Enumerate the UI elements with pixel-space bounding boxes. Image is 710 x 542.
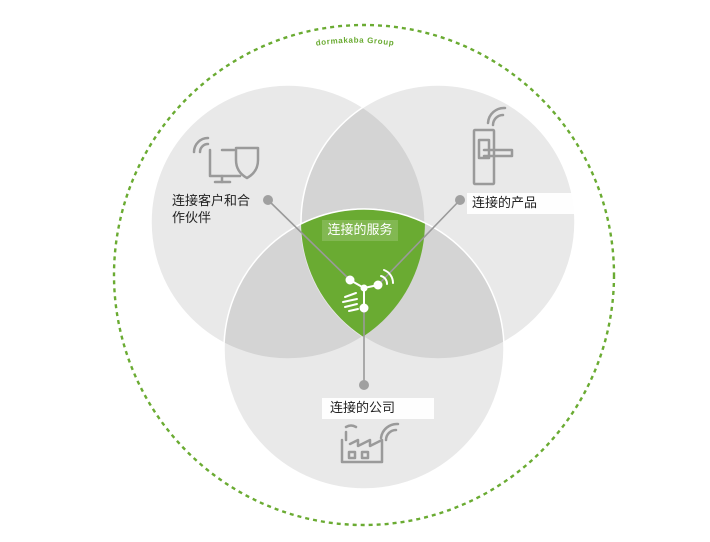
label-connected-products: 连接的产品 (467, 193, 575, 214)
label-connected-companies: 连接的公司 (322, 398, 434, 419)
wifi-monitor-shield-icon (192, 136, 260, 184)
wifi-factory-icon (340, 422, 400, 464)
connector-products (377, 199, 461, 286)
wifi-door-handle-icon (472, 106, 514, 186)
connector-lines (267, 199, 461, 385)
brand-name: dormakaba Group (315, 36, 395, 48)
label-connected-services: 连接的服务 (322, 220, 398, 241)
label-connected-customers: 连接客户和合作伙伴 (172, 194, 251, 226)
connector-customers (267, 199, 351, 281)
outer-dashed-ring (112, 23, 616, 527)
connector-dot-products (455, 195, 465, 205)
hand-network-icon (342, 269, 394, 313)
connector-dot-companies (359, 380, 369, 390)
connector-dot-customers (263, 195, 273, 205)
